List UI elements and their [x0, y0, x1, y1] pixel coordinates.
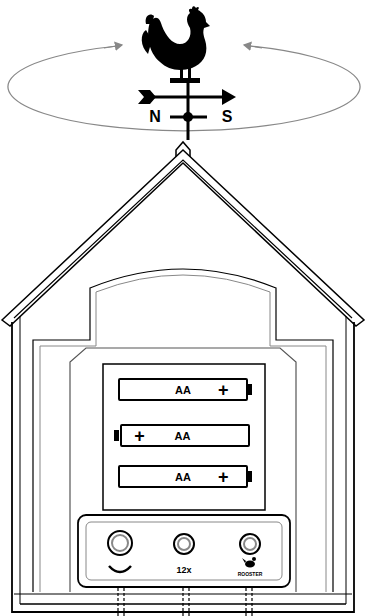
battery-terminal [247, 384, 252, 395]
rooster-icon [242, 557, 256, 568]
compass-letter: N [149, 109, 161, 125]
compass-letter: S [222, 109, 233, 125]
aa-battery: + AA [120, 424, 250, 447]
button-label: 12x [176, 566, 191, 575]
battery-terminal [114, 430, 119, 441]
polarity-mark: + [134, 427, 145, 445]
battery-label: AA [175, 471, 191, 482]
battery-label: AA [175, 430, 191, 441]
battery-terminal [247, 471, 252, 482]
button-label: ROOSTER [238, 572, 263, 577]
sound-symbol [109, 566, 131, 572]
rooster-silhouette [142, 6, 210, 83]
polarity-mark: + [218, 468, 229, 486]
aa-battery: AA + [118, 378, 248, 401]
battery-label: AA [175, 384, 191, 395]
polarity-mark: + [218, 381, 229, 399]
aa-battery: AA + [118, 465, 248, 488]
